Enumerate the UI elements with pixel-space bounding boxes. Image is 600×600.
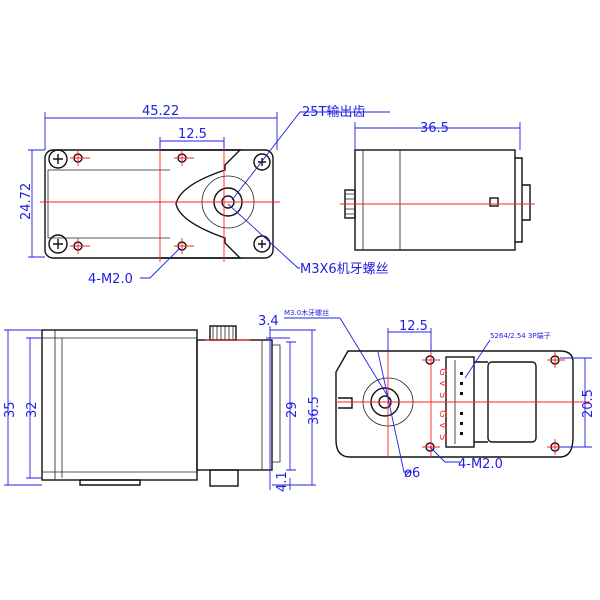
dim-offset: 12.5 (399, 319, 428, 334)
top-view: 45.22 12.5 24.72 25T输出齿 M3X6机牙螺丝 4-M2.0 (19, 104, 390, 287)
dim-inner-height: 29 (285, 401, 300, 418)
dim-total-height: 35 (3, 401, 18, 418)
pin-label-v-bottom: V (437, 422, 448, 429)
dim-width: 45.22 (142, 104, 179, 119)
holes-label: 4-M2.0 (88, 272, 133, 287)
screw-icon (48, 149, 271, 254)
dim-hole-spacing: 20.5 (581, 389, 596, 418)
pin-label-s-bottom: S (437, 434, 448, 440)
dim-length: 36.5 (420, 121, 449, 136)
pin-label-v-top: V (437, 380, 448, 387)
dim-gear-offset: 12.5 (178, 127, 207, 142)
dim-body-height: 32 (25, 401, 40, 418)
gear-label: 25T输出齿 (302, 104, 365, 120)
dim-top-offset: 3.4 (258, 314, 279, 329)
pin-label-g-bottom: G (437, 410, 448, 418)
dim-bottom-offset: 4.1 (275, 471, 290, 492)
wood-screw-label: M3.0木牙螺丝 (284, 308, 329, 317)
connector-pins (460, 372, 463, 435)
pin-label-s-top: S (437, 392, 448, 398)
screw-label: M3X6机牙螺丝 (300, 262, 389, 277)
dim-shaft-dia: ø6 (404, 466, 420, 481)
dim-height: 24.72 (19, 183, 34, 220)
connector-label: 5264/2.54 3P端子 (490, 331, 551, 340)
bottom-holes-label: 4-M2.0 (458, 457, 503, 472)
side-view: 36.5 (340, 121, 535, 251)
front-view: 35 32 3.4 M3.0木牙螺丝 29 36.5 4.1 (3, 308, 391, 492)
bottom-view: G V S G V S 12.5 5264/2.54 3P端子 20.5 ø6 … (335, 319, 596, 481)
dim-outer-height: 36.5 (307, 396, 322, 425)
pin-label-g-top: G (437, 368, 448, 376)
